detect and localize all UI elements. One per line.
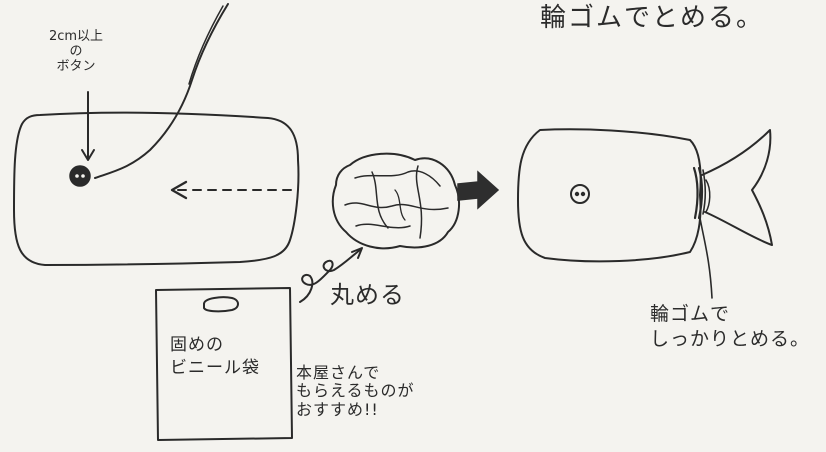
bag-handle [203, 296, 239, 313]
right-button-icon [570, 184, 590, 204]
thick-arrow [457, 170, 500, 210]
button-size-note: 2cm以上 の ボタン [48, 29, 104, 74]
bag-label: 固めの ビニール袋 [170, 335, 260, 378]
roll-arrowhead [351, 247, 363, 259]
string-line [94, 3, 229, 179]
rubber-band [692, 166, 699, 220]
roll-up-label: 丸める [330, 281, 405, 309]
bag-tail-outline [701, 129, 773, 246]
dashed-arrowhead [170, 180, 188, 200]
bookstore-recommendation: 本屋さんで もらえるものが おすすめ!! [296, 363, 415, 419]
rubber-band-pointer [699, 217, 713, 299]
button-icon [69, 165, 91, 187]
button-pointer-arrowhead [81, 149, 95, 161]
rubber-band-tight-instruction: 輪ゴムで しっかりとめる。 [650, 303, 811, 350]
left-bag-outline [13, 111, 300, 266]
rubber-band-instruction: 輪ゴムでとめる。 [540, 3, 765, 33]
string-line-2 [188, 5, 224, 85]
roll-squiggle [299, 249, 361, 303]
crumpled-ball-outline [331, 152, 461, 250]
bag-outline [155, 287, 293, 441]
right-bag-outline [517, 128, 702, 263]
